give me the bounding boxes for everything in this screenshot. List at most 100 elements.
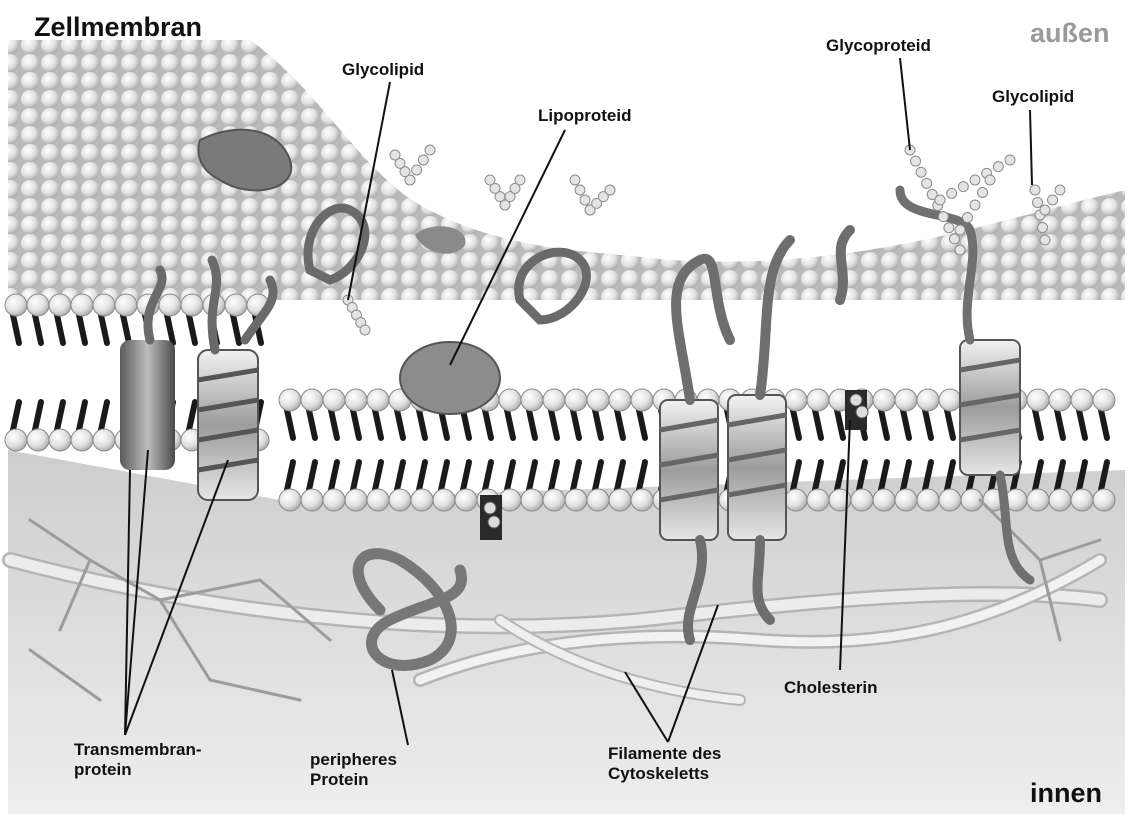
sugar-unit xyxy=(412,165,422,175)
lipid-head xyxy=(565,389,587,411)
lipid-head xyxy=(389,489,411,511)
lipid-head xyxy=(367,389,389,411)
lipid-head xyxy=(785,489,807,511)
outer-side-label: außen xyxy=(1030,18,1110,49)
lipid-head xyxy=(873,489,895,511)
sugar-unit xyxy=(963,213,973,223)
lipid-head xyxy=(345,389,367,411)
sugar-unit xyxy=(947,188,957,198)
lipid-head xyxy=(455,489,477,511)
label-transmembran-line2: protein xyxy=(74,760,202,780)
lipid-head xyxy=(27,429,49,451)
sugar-unit xyxy=(1005,155,1015,165)
lipid-head xyxy=(279,389,301,411)
leader-glycoproteid xyxy=(900,58,910,150)
sugar-unit xyxy=(993,162,1003,172)
sugar-unit xyxy=(949,234,959,244)
lipid-head xyxy=(71,429,93,451)
lipid-head xyxy=(587,389,609,411)
lipid-head xyxy=(939,389,961,411)
lipid-head xyxy=(71,294,93,316)
cholesterin-ring xyxy=(856,406,868,418)
sugar-unit xyxy=(605,185,615,195)
label-glycolipid-left: Glycolipid xyxy=(342,60,424,80)
lipid-head xyxy=(895,389,917,411)
lipid-head xyxy=(181,294,203,316)
lipid-head xyxy=(917,489,939,511)
lipid-head xyxy=(939,489,961,511)
label-lipoproteid: Lipoproteid xyxy=(538,106,631,126)
sugar-unit xyxy=(580,195,590,205)
lipid-head xyxy=(93,429,115,451)
sugar-unit xyxy=(1033,198,1043,208)
lipid-head xyxy=(301,389,323,411)
diagram-title: Zellmembran xyxy=(34,12,202,43)
sugar-unit xyxy=(985,175,995,185)
sugar-unit xyxy=(1038,223,1048,233)
lipid-head xyxy=(631,489,653,511)
lipid-head xyxy=(115,294,137,316)
membrane-outer-surface xyxy=(8,40,1125,300)
sugar-unit xyxy=(390,150,400,160)
lipid-head xyxy=(609,389,631,411)
label-cholesterin: Cholesterin xyxy=(784,678,878,698)
lipid-head xyxy=(323,389,345,411)
lipid-head xyxy=(323,489,345,511)
sugar-unit xyxy=(1030,185,1040,195)
lipid-head xyxy=(1049,489,1071,511)
sugar-unit xyxy=(955,225,965,235)
cholesterin-ring xyxy=(850,394,862,406)
sugar-unit xyxy=(1040,235,1050,245)
lipid-head xyxy=(499,389,521,411)
lipid-head xyxy=(301,489,323,511)
lipid-head xyxy=(785,389,807,411)
sugar-unit xyxy=(1040,205,1050,215)
cholesterin-ring xyxy=(488,516,500,528)
sugar-unit xyxy=(938,212,948,222)
sugar-unit xyxy=(955,245,965,255)
label-filamente-line1: Filamente des xyxy=(608,744,721,764)
sugar-unit xyxy=(1048,195,1058,205)
lipid-head xyxy=(807,389,829,411)
lipid-head xyxy=(93,294,115,316)
sugar-unit xyxy=(485,175,495,185)
sugar-unit xyxy=(360,325,370,335)
label-peripheres-line1: peripheres xyxy=(310,750,397,770)
lipid-head xyxy=(631,389,653,411)
lipid-head xyxy=(807,489,829,511)
sugar-unit xyxy=(922,178,932,188)
lipid-head xyxy=(345,489,367,511)
sugar-unit xyxy=(970,200,980,210)
sugar-unit xyxy=(570,175,580,185)
sugar-unit xyxy=(425,145,435,155)
lipid-head xyxy=(433,489,455,511)
lipid-head xyxy=(49,429,71,451)
lipoproteid-shape xyxy=(400,342,500,414)
lipid-head xyxy=(1093,489,1115,511)
lipid-head xyxy=(873,389,895,411)
label-glycolipid-right: Glycolipid xyxy=(992,87,1074,107)
lipid-head xyxy=(1027,489,1049,511)
lipid-head xyxy=(609,489,631,511)
lipid-head xyxy=(917,389,939,411)
lipid-head xyxy=(1049,389,1071,411)
lipid-head xyxy=(49,294,71,316)
lipid-head xyxy=(159,294,181,316)
label-transmembran-line1: Transmembran- xyxy=(74,740,202,760)
lipid-head xyxy=(587,489,609,511)
sugar-unit xyxy=(418,155,428,165)
lipid-head xyxy=(1071,389,1093,411)
label-transmembranprotein: Transmembran- protein xyxy=(74,740,202,779)
sugar-unit xyxy=(978,188,988,198)
lipid-head xyxy=(1093,389,1115,411)
sugar-unit xyxy=(958,182,968,192)
sugar-unit xyxy=(970,175,980,185)
lipid-head xyxy=(851,489,873,511)
sugar-unit xyxy=(911,156,921,166)
sugar-unit xyxy=(935,195,945,205)
lipid-head xyxy=(411,489,433,511)
sugar-unit xyxy=(1055,185,1065,195)
sugar-unit xyxy=(515,175,525,185)
cholesterin-ring xyxy=(484,502,496,514)
